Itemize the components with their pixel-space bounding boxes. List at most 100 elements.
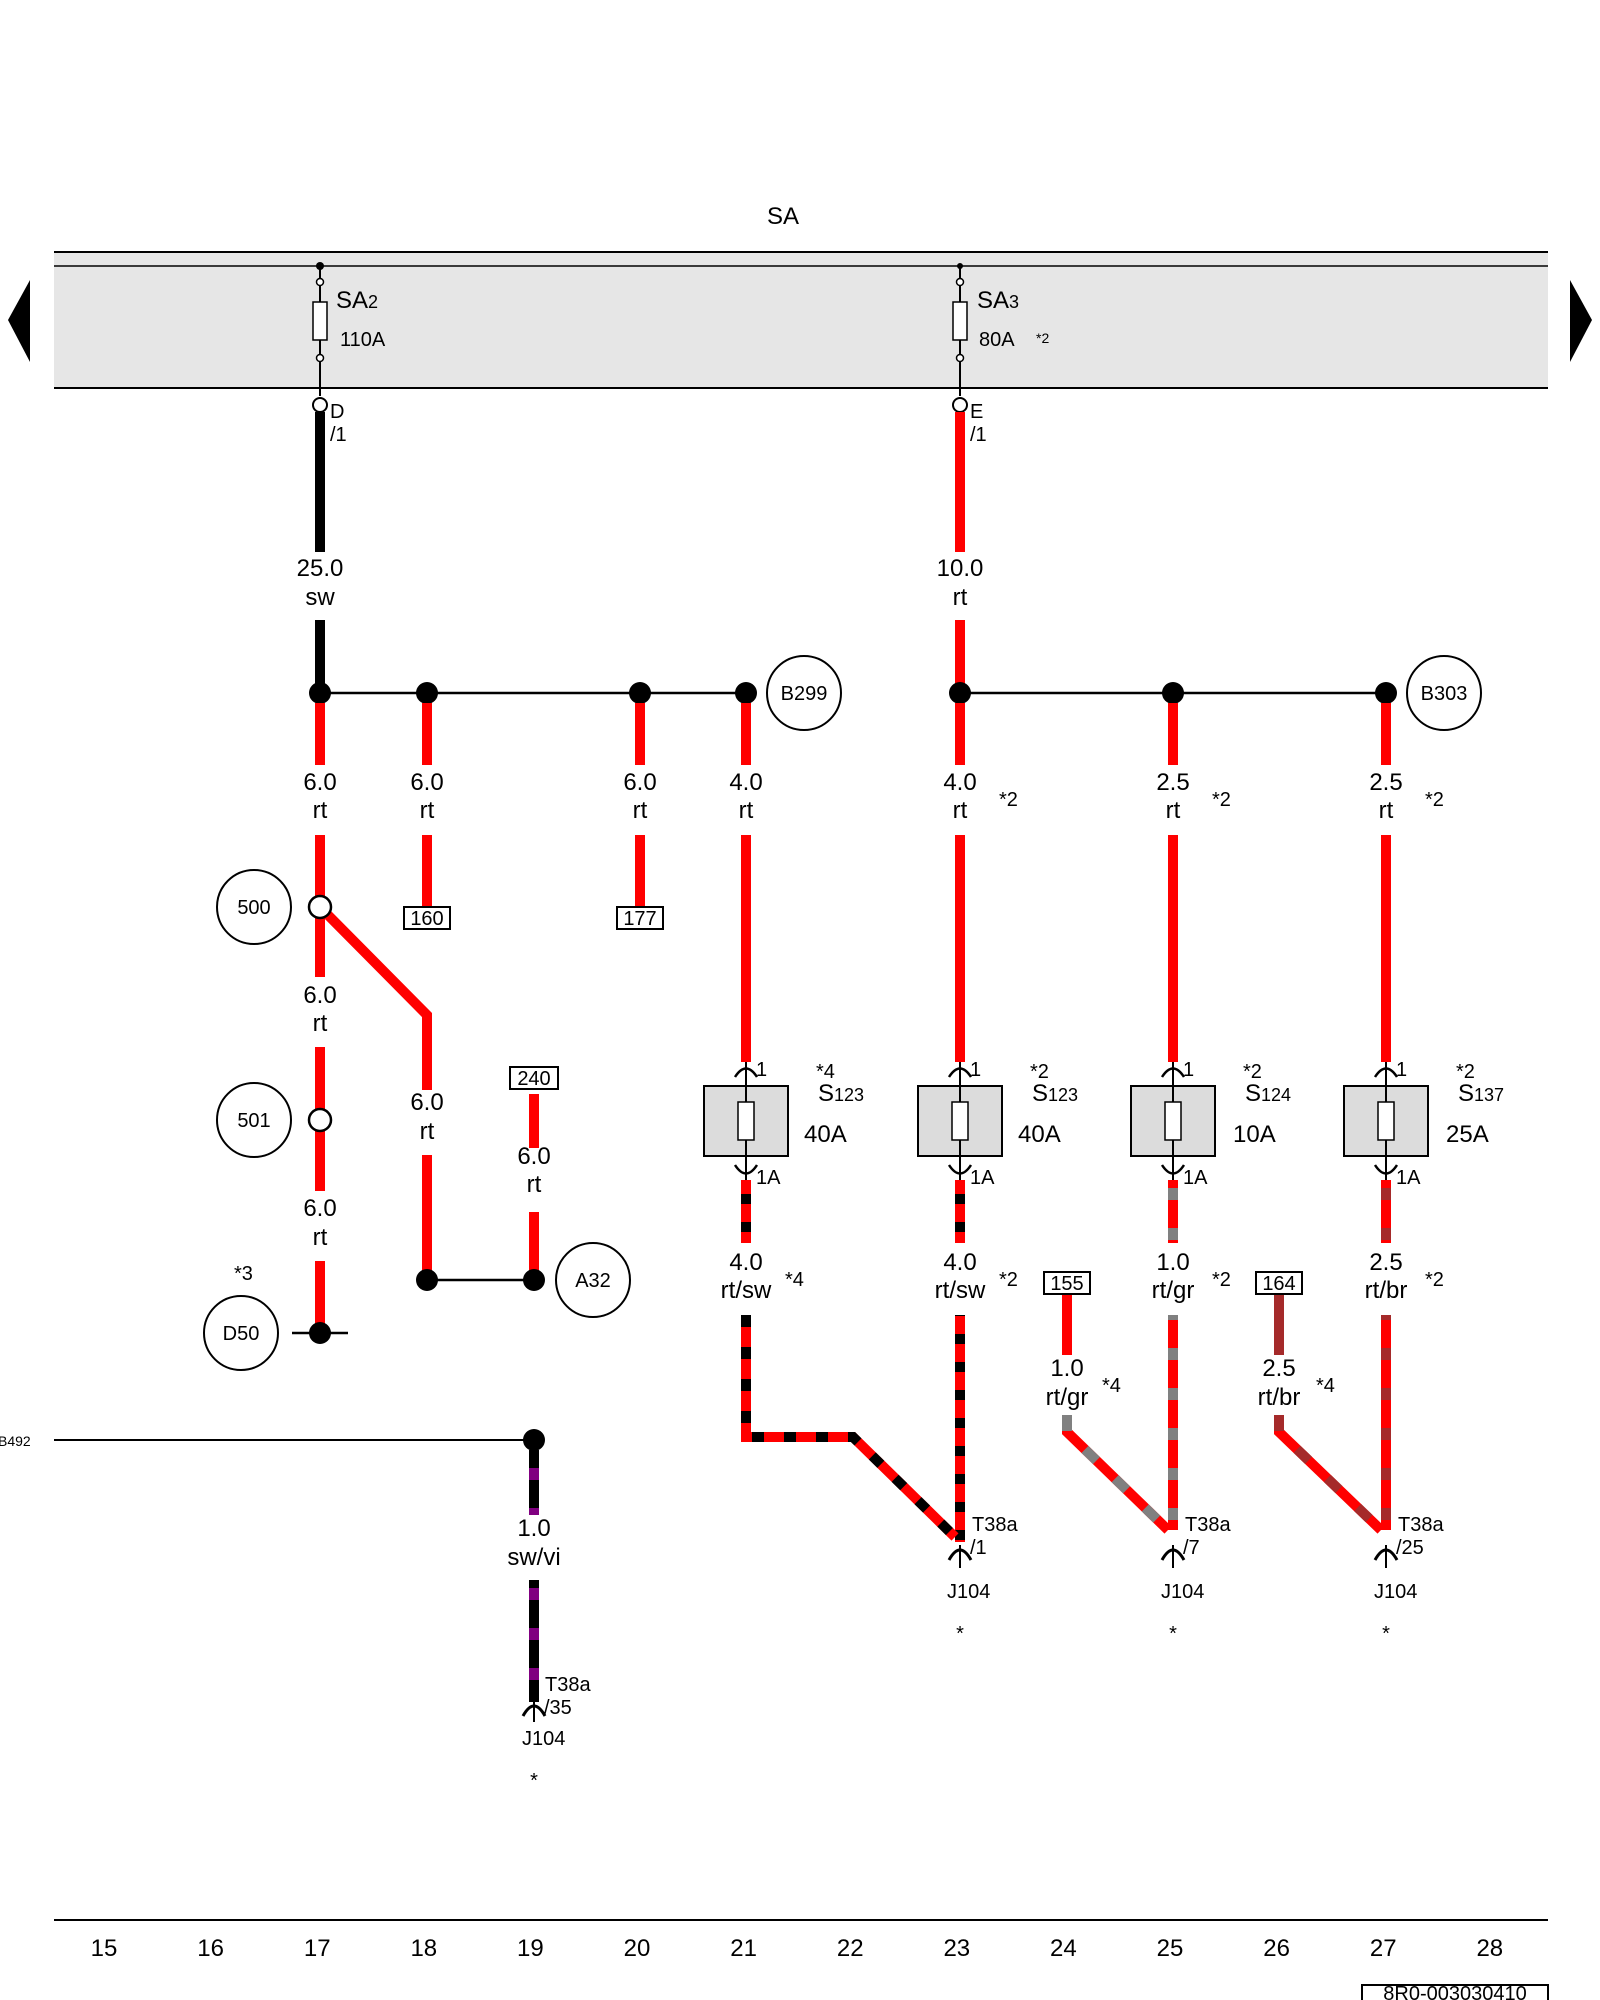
- label-b299-text: B299: [781, 683, 828, 705]
- fuse-box-band: [54, 252, 1548, 388]
- ref-177-text: 177: [623, 908, 656, 930]
- wire-w19-color: rt/br: [1258, 1384, 1301, 1411]
- relay-s123-a-pin-in: 1: [756, 1059, 767, 1081]
- terminal-d: [312, 397, 328, 413]
- wire-w12-color: rt: [420, 1118, 435, 1145]
- wire-rtgr-diagonal: [1062, 1415, 1172, 1534]
- relay-s123-a-note: *4: [816, 1061, 835, 1083]
- page-prev-arrow-icon[interactable]: [8, 280, 30, 362]
- footer-code: 8R0-003030410: [1383, 1983, 1526, 2000]
- stub-rtgr: [1168, 1180, 1178, 1243]
- relay-s137-rating: 25A: [1446, 1121, 1489, 1148]
- relay-s137: 1 1A *2 S137 25A: [1343, 1059, 1504, 1189]
- wire-25-size: 25.0: [297, 555, 344, 582]
- label-b303-text: B303: [1421, 683, 1468, 705]
- wire-w7-note: *2: [999, 789, 1018, 811]
- label-b303: [1406, 655, 1482, 731]
- relay-s137-sub: 137: [1474, 1085, 1504, 1105]
- svg-text:J104: J104: [522, 1728, 565, 1750]
- wire-w9-note: *2: [1425, 789, 1444, 811]
- terminal-d-pin: D: [330, 401, 344, 423]
- grid-number: 26: [1263, 1935, 1290, 1962]
- terminal-d-num: /1: [330, 424, 347, 446]
- terminal-e-pin: E: [970, 401, 983, 423]
- branch-wires: [315, 703, 1391, 1062]
- ground-d50-dot: [309, 1322, 331, 1344]
- fuse-sa3: SA3 80A *2: [952, 263, 1049, 396]
- wire-25-color: sw: [305, 584, 335, 611]
- wire-w17-size: 2.5: [1369, 1249, 1402, 1276]
- ref-240-box[interactable]: [509, 1066, 559, 1090]
- stub-rtsw-b: [955, 1180, 965, 1243]
- wire-rtgr-lower: [1168, 1315, 1178, 1530]
- fuse-sa3-note: *2: [1036, 330, 1049, 346]
- connector-t38a-25-pin: /25: [1396, 1537, 1424, 1559]
- wire-w16-note: *2: [1212, 1269, 1231, 1291]
- wire-w10-size: 6.0: [303, 982, 336, 1009]
- wire-w16-color: rt/gr: [1152, 1277, 1195, 1304]
- terminal-e-num: /1: [970, 424, 987, 446]
- ref-240-text: 240: [517, 1068, 550, 1090]
- connector-t38a-25-name: T38a: [1398, 1514, 1444, 1536]
- wire-w11-color: rt: [313, 1224, 328, 1251]
- wire-w16-size: 1.0: [1156, 1249, 1189, 1276]
- relay-s137-name: S: [1458, 1080, 1474, 1107]
- label-a32-text: A32: [575, 1270, 611, 1292]
- ref-177-box[interactable]: [616, 906, 664, 930]
- ref-155-stub: [1062, 1295, 1072, 1355]
- wire-w19-size: 2.5: [1262, 1355, 1295, 1382]
- label-d50-note: *3: [234, 1263, 253, 1285]
- svg-text:SA2: SA2: [336, 287, 378, 314]
- label-b299: [766, 655, 842, 731]
- wire-swvi-upper: [529, 1450, 539, 1515]
- page-next-arrow-icon[interactable]: [1570, 280, 1592, 362]
- grid-number: 20: [624, 1935, 651, 1962]
- a32-dot-right: [523, 1269, 545, 1291]
- wire-w14-note: *4: [785, 1269, 804, 1291]
- fuse-sa2-name: SA: [336, 287, 368, 314]
- label-501-text: 501: [237, 1110, 270, 1132]
- wire-w19-note: *4: [1316, 1375, 1335, 1397]
- wire-rtbr-diagonal: [1274, 1415, 1385, 1534]
- relay-s123-b-sub: 123: [1048, 1085, 1078, 1105]
- fuse-sa3-sub: 3: [1009, 292, 1019, 312]
- connector-t38a-7-star: *: [1169, 1623, 1177, 1645]
- ref-155-box[interactable]: [1043, 1271, 1091, 1295]
- connector-t38a-7-name: T38a: [1185, 1514, 1231, 1536]
- connector-t38a-25: T38a /25 J104 *: [1373, 1514, 1444, 1645]
- relay-s123-a-pin-out: 1A: [756, 1167, 781, 1189]
- wire-w6-size: 4.0: [729, 769, 762, 796]
- relay-s123-b-note: *2: [1030, 1061, 1049, 1083]
- svg-text:SA3: SA3: [977, 287, 1019, 314]
- grid-number: 15: [91, 1935, 118, 1962]
- wire-w18-note: *4: [1102, 1375, 1121, 1397]
- connector-t38a-1-comp: J: [947, 1581, 957, 1603]
- wire-w9-size: 2.5: [1369, 769, 1402, 796]
- relay-s123-a: 1 1A *4 S123 40A: [703, 1059, 864, 1189]
- connector-t38a-1: T38a /1 J104 *: [947, 1514, 1018, 1645]
- fuse-sa2: SA2 110A: [312, 262, 386, 396]
- grid-number: 17: [304, 1935, 331, 1962]
- relay-s124-name: S: [1245, 1080, 1261, 1107]
- relay-s123-b: 1 1A *2 S123 40A: [917, 1059, 1078, 1189]
- wire-w7-size: 4.0: [943, 769, 976, 796]
- ref-164-box[interactable]: [1255, 1271, 1303, 1295]
- svg-text:S123: S123: [1032, 1080, 1078, 1107]
- grid-number: 16: [197, 1935, 224, 1962]
- svg-text:J104: J104: [947, 1581, 990, 1603]
- ref-160-box[interactable]: [403, 906, 451, 930]
- fuse-sa2-rating: 110A: [340, 329, 386, 351]
- wire-w14-size: 4.0: [729, 1249, 762, 1276]
- connector-t38a-35-star: *: [530, 1770, 538, 1792]
- wire-w18-size: 1.0: [1050, 1355, 1083, 1382]
- connector-t38a-35: T38a /35 J104 *: [521, 1674, 591, 1792]
- wire-w15-note: *2: [999, 1269, 1018, 1291]
- grid-number: 28: [1476, 1935, 1503, 1962]
- relay-s137-pin-in: 1: [1396, 1059, 1407, 1081]
- wire-w20-size: 1.0: [517, 1515, 550, 1542]
- wire-w17-note: *2: [1425, 1269, 1444, 1291]
- relay-s137-note: *2: [1456, 1061, 1475, 1083]
- wire-w15-size: 4.0: [943, 1249, 976, 1276]
- connector-t38a-7-pin: /7: [1183, 1537, 1200, 1559]
